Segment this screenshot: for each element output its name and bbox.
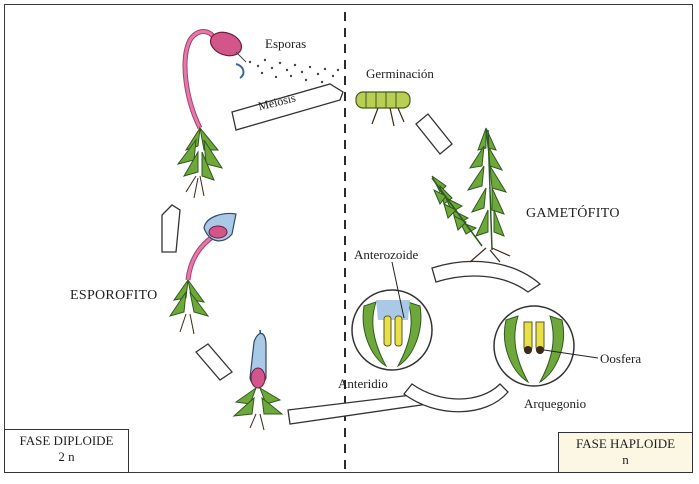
label-arquegonio: Arquegonio xyxy=(524,396,587,411)
meiosis-arrow xyxy=(231,83,344,131)
left-upper-arrow xyxy=(161,204,181,253)
protonema xyxy=(355,91,411,127)
sporophyte-mature xyxy=(176,29,247,199)
phase-haploid-title: FASE HAPLOIDE xyxy=(575,436,676,451)
sporophyte-young xyxy=(232,329,284,431)
diagram-frame xyxy=(4,4,693,473)
fertilization-arrow xyxy=(403,383,509,413)
label-esporas: Esporas xyxy=(265,36,307,51)
label-esporofito: ESPOROFITO xyxy=(70,288,158,303)
label-gametofito: GAMETÓFITO xyxy=(526,206,620,221)
label-anterozoide: Anterozoide xyxy=(354,247,419,262)
archegonium-detail xyxy=(493,305,599,387)
label-anteridio: Anteridio xyxy=(338,376,388,391)
germination-arrow xyxy=(415,113,453,155)
gametophyte-arrow xyxy=(431,260,542,293)
label-oosfera: Oosfera xyxy=(600,351,642,366)
phase-haploid-box: FASE HAPLOIDE n xyxy=(558,432,693,473)
phase-haploid-ploidy: n xyxy=(622,452,629,467)
bottom-arrow xyxy=(287,393,430,425)
phase-diploid-title: FASE DIPLOIDE xyxy=(19,433,114,448)
sporophyte-developing xyxy=(168,212,237,335)
antheridium-detail xyxy=(351,261,433,371)
cycle-arrows xyxy=(161,83,542,425)
label-germinacion: Germinación xyxy=(366,66,434,81)
phase-diploid-ploidy: 2 n xyxy=(58,449,75,464)
spores-dots xyxy=(248,58,340,84)
phase-diploid-box: FASE DIPLOIDE 2 n xyxy=(4,429,129,473)
left-lower-arrow xyxy=(195,343,233,381)
gametophytes xyxy=(431,127,511,263)
